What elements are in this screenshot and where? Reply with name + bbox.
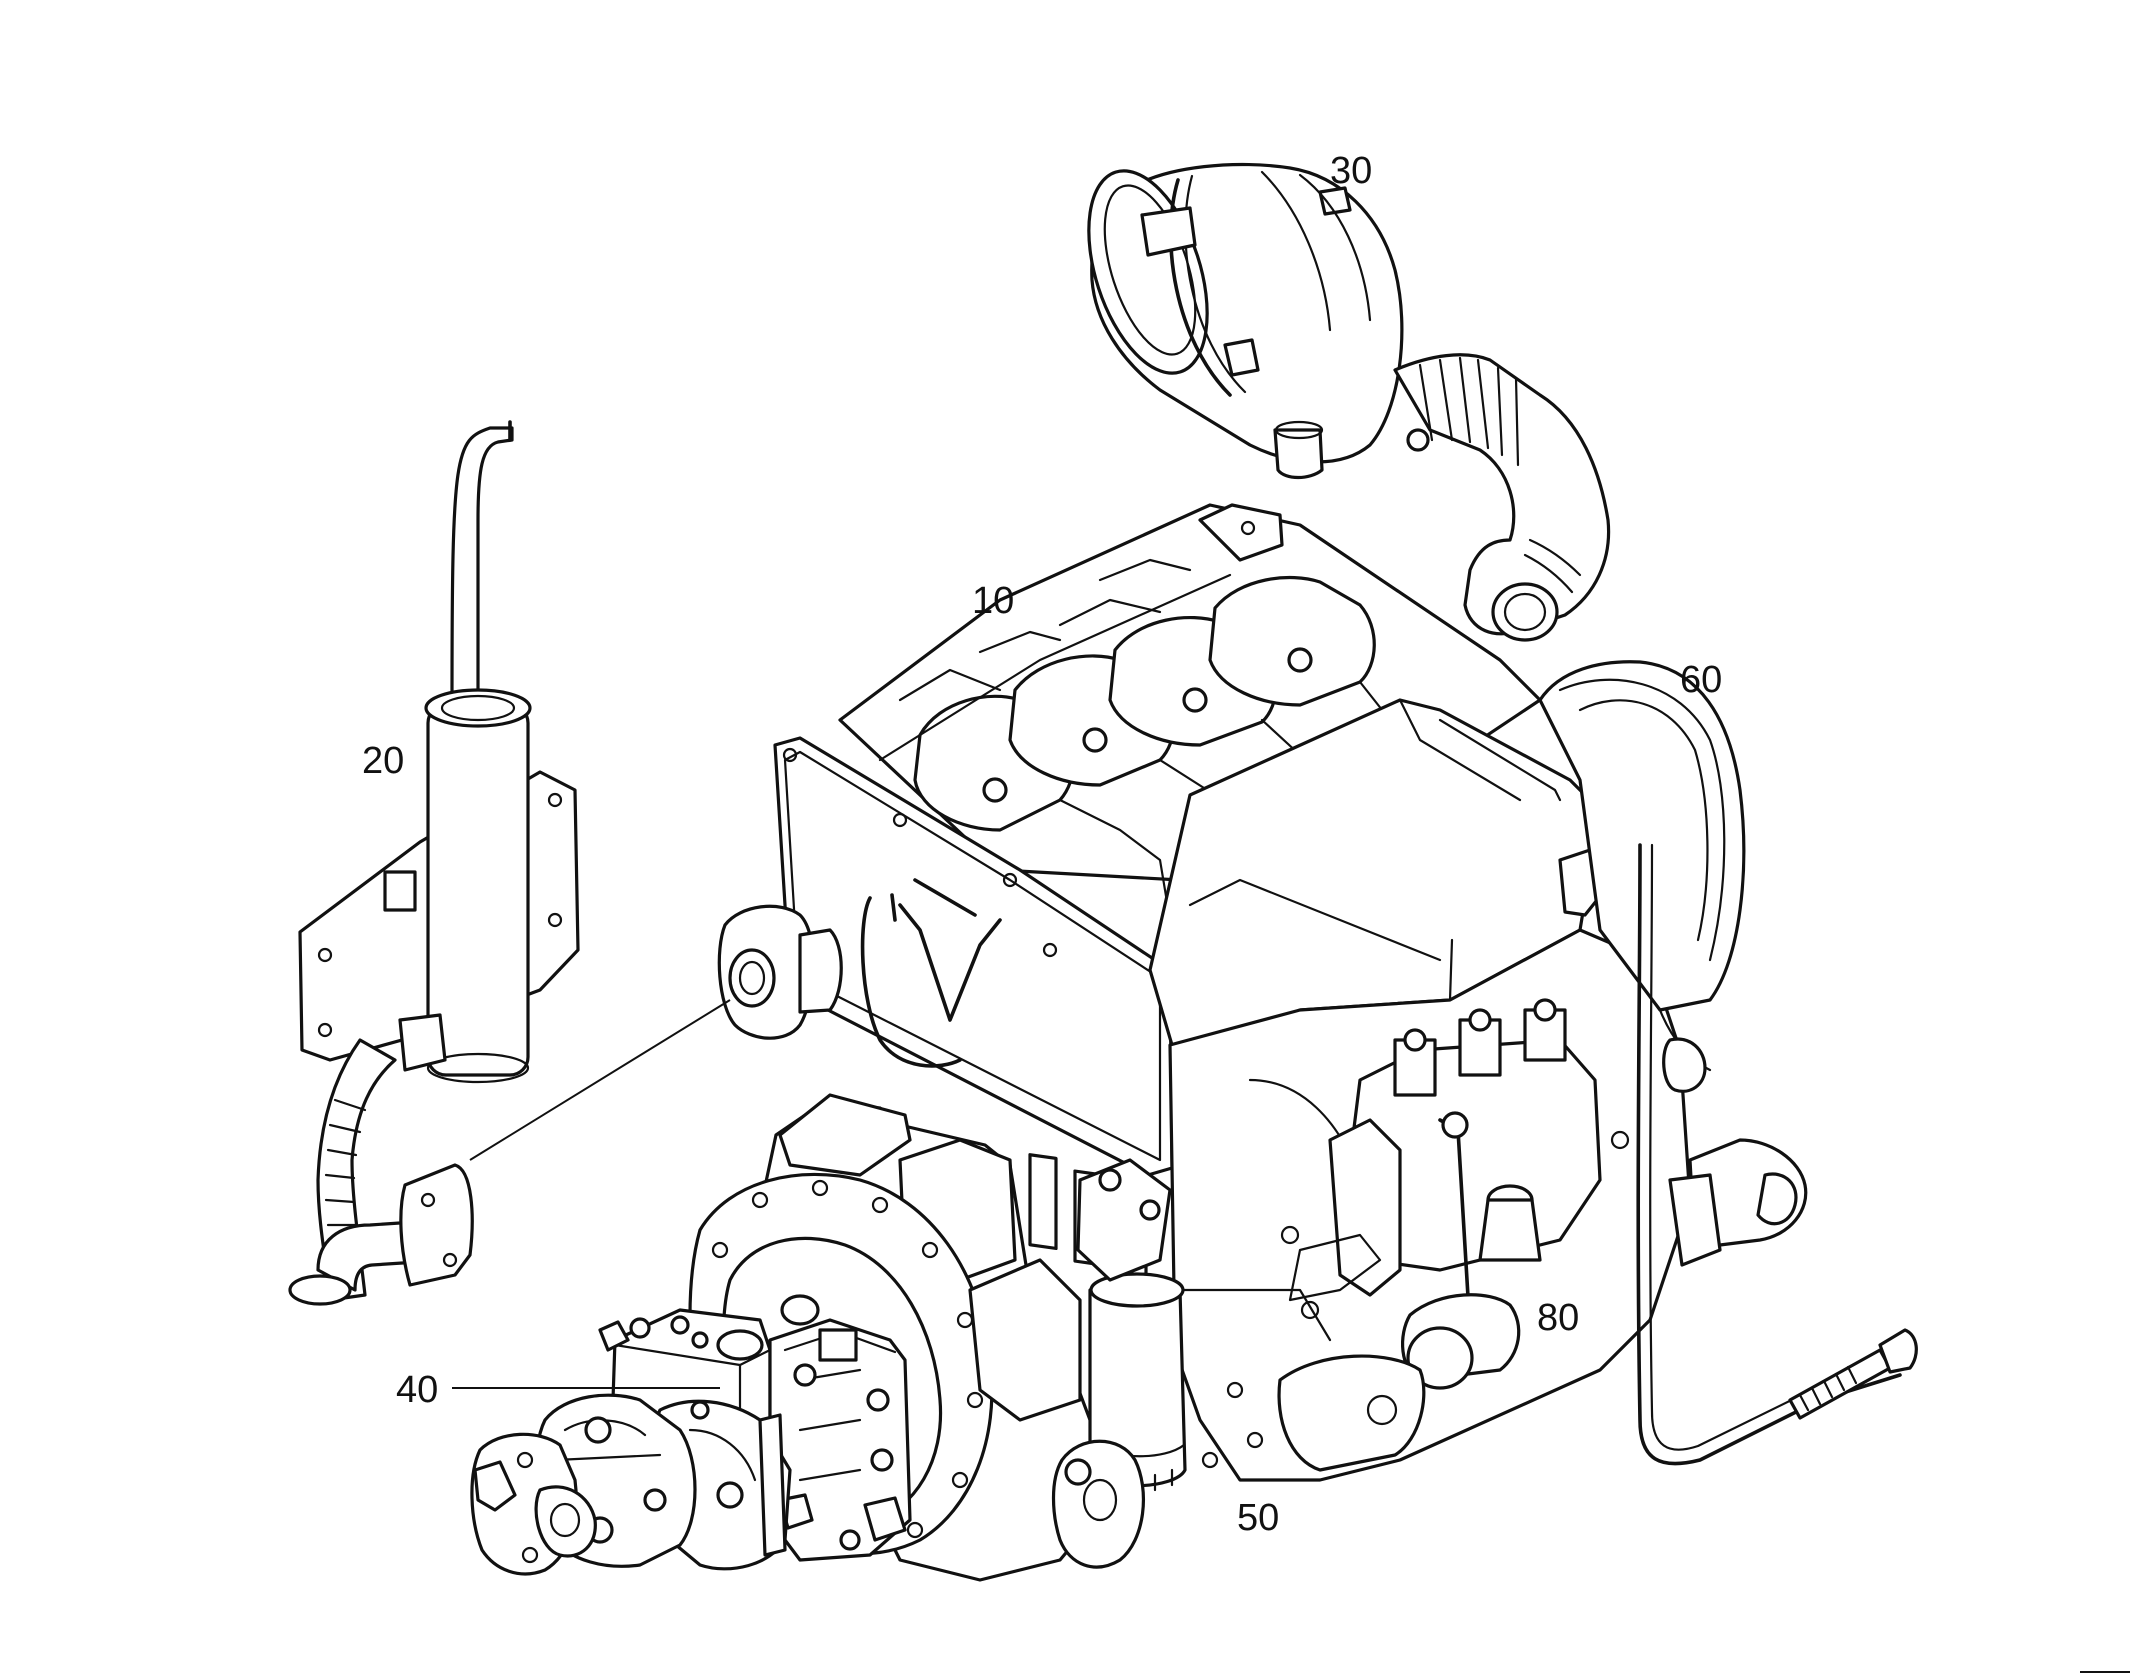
callout-20-muffler: 20 <box>362 740 404 782</box>
leader-line-20 <box>469 999 731 1161</box>
engine-block <box>717 503 1808 1482</box>
callout-30-air-filter: 30 <box>1330 150 1372 192</box>
fan-housing <box>1538 660 1918 1466</box>
callout-60-fan-housing: 60 <box>1680 659 1722 701</box>
callout-40-hydraulic-pump: 40 <box>396 1369 438 1411</box>
exhaust-muffler <box>288 420 580 1306</box>
air-filter <box>1087 162 1611 642</box>
callout-10-engine: 10 <box>972 580 1014 622</box>
hydraulic-pump-assembly <box>470 1294 912 1576</box>
callout-50-flywheel-housing: 50 <box>1237 1497 1279 1539</box>
callout-80-starter: 80 <box>1537 1297 1579 1339</box>
